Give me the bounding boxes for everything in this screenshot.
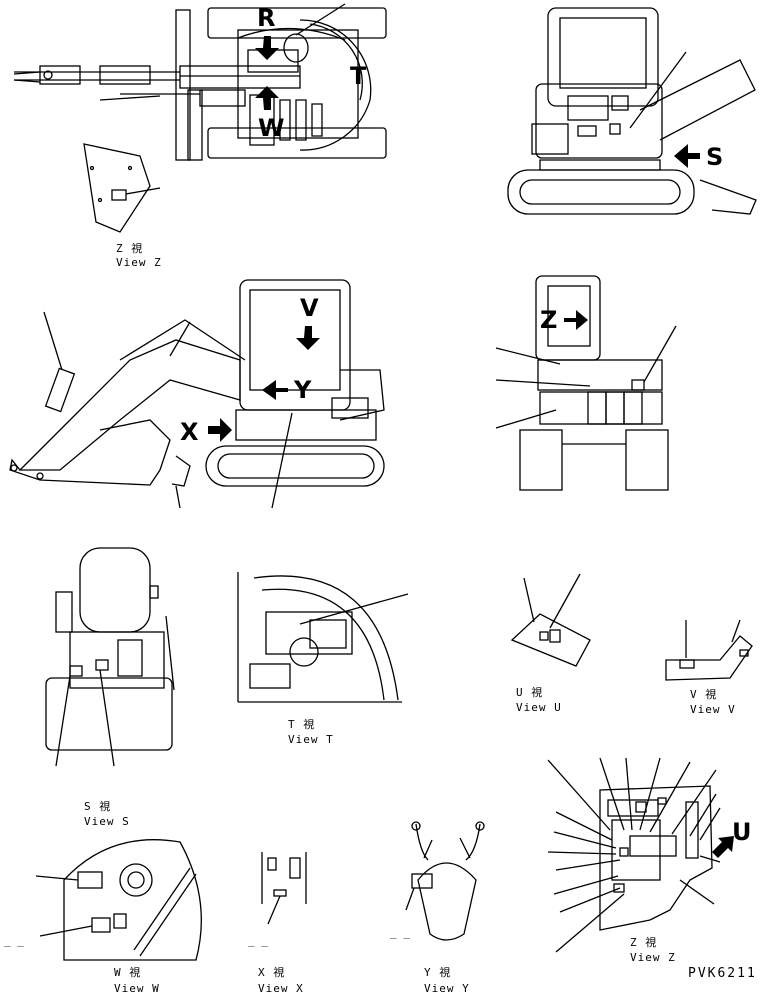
view-v-drawing <box>665 619 753 681</box>
view-t-drawing <box>237 572 409 703</box>
view-y-label: View Y <box>424 982 470 994</box>
view-u-label: View U <box>516 701 562 714</box>
arrow-right-z <box>564 310 588 330</box>
view-u-drawing <box>510 573 591 667</box>
letter-w: W <box>258 114 285 142</box>
letter-v: V <box>300 294 319 322</box>
side-view-drawing <box>9 279 385 509</box>
arrow-right-x <box>208 418 232 442</box>
view-z-top-kanji: Z 視 <box>116 242 144 255</box>
view-t-label: View T <box>288 733 334 746</box>
view-x-kanji: X 視 <box>258 966 286 979</box>
view-x-drawing <box>261 852 307 925</box>
letter-y: Y <box>294 376 312 404</box>
dash-mark-w: _ _ <box>4 934 24 947</box>
view-v-kanji: V 視 <box>690 688 718 701</box>
view-w-kanji: W 視 <box>114 966 142 979</box>
view-w-label: View W <box>114 982 160 994</box>
arrow-up-w <box>255 86 279 110</box>
view-y-drawing <box>405 821 485 941</box>
arrow-left-y <box>262 380 288 400</box>
view-z-lower-label: View Z <box>630 951 676 964</box>
view-s-drawing <box>45 547 175 767</box>
view-v-label: View V <box>690 703 736 716</box>
view-z-panel-drawing <box>83 143 161 233</box>
dash-mark-x: _ _ <box>248 934 268 947</box>
view-y-kanji: Y 視 <box>424 966 452 979</box>
arrow-down-v <box>296 326 320 350</box>
front-view-drawing <box>495 275 677 491</box>
view-w-drawing <box>35 839 202 961</box>
top-view-drawing <box>13 3 387 161</box>
drawing-code: PVK6211 <box>688 966 757 981</box>
letter-s: S <box>706 143 724 171</box>
letter-x: X <box>180 418 199 446</box>
view-z-lower-drawing <box>547 757 721 953</box>
arrow-left-s <box>674 144 700 168</box>
view-x-label: View X <box>258 982 304 994</box>
view-s-label: View S <box>84 815 130 828</box>
arrow-diagonal-u <box>712 836 734 858</box>
view-t-kanji: T 視 <box>288 718 316 731</box>
rear-view-drawing <box>507 7 757 215</box>
dash-mark-y: _ _ <box>390 926 410 939</box>
view-z-lower-kanji: Z 視 <box>630 936 658 949</box>
view-z-top-label: View Z <box>116 256 162 269</box>
letter-u: U <box>732 818 752 846</box>
view-s-kanji: S 視 <box>84 800 112 813</box>
letter-r: R <box>257 4 276 32</box>
view-u-kanji: U 視 <box>516 686 544 699</box>
letter-t: T <box>350 62 367 90</box>
arrow-down-r <box>255 36 279 60</box>
letter-z: Z <box>540 306 558 334</box>
